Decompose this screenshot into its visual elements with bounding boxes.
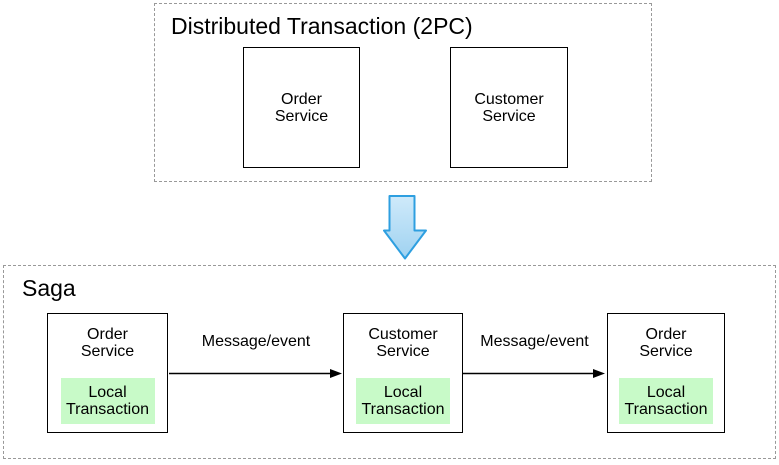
service-label: Customer Service bbox=[344, 314, 462, 360]
order-service-box-2pc: Order Service bbox=[243, 47, 360, 168]
customer-service-box-2pc: Customer Service bbox=[450, 47, 568, 168]
service-label-line2: Service bbox=[482, 107, 536, 125]
local-transaction-label: Local Transaction bbox=[625, 384, 708, 418]
saga-step-order-service-1: Order Service Local Transaction bbox=[47, 313, 168, 433]
service-label-line1: Customer bbox=[474, 90, 544, 108]
message-arrow-2 bbox=[463, 369, 605, 378]
local-transaction-box: Local Transaction bbox=[60, 378, 155, 424]
local-label-line1: Local bbox=[646, 384, 686, 401]
local-transaction-box: Local Transaction bbox=[619, 378, 713, 424]
message-arrow-1 bbox=[169, 369, 342, 378]
saga-step-order-service-2: Order Service Local Transaction bbox=[607, 313, 725, 433]
service-label: Order Service bbox=[608, 314, 724, 360]
service-label-line2: Service bbox=[274, 107, 329, 125]
local-label-line1: Local bbox=[383, 384, 423, 401]
message-event-label-2: Message/event bbox=[480, 333, 589, 350]
local-transaction-label: Local Transaction bbox=[362, 384, 445, 418]
local-transaction-label: Local Transaction bbox=[66, 384, 149, 418]
service-label: Customer Service bbox=[474, 91, 543, 125]
service-label: Order Service bbox=[275, 91, 328, 125]
service-label: Order Service bbox=[48, 314, 167, 360]
service-label-line2: Service bbox=[639, 343, 693, 360]
message-event-label-1: Message/event bbox=[201, 333, 311, 350]
section-title-2pc: Distributed Transaction (2PC) bbox=[171, 13, 473, 39]
service-label-line1: Customer bbox=[368, 326, 438, 343]
distributed-transaction-section: Distributed Transaction (2PC) bbox=[154, 3, 652, 182]
service-label-line1: Order bbox=[281, 90, 322, 108]
saga-step-customer-service: Customer Service Local Transaction bbox=[343, 313, 463, 433]
service-label-line1: Order bbox=[645, 326, 687, 343]
down-arrow-icon bbox=[383, 195, 427, 260]
local-label-line2: Transaction bbox=[66, 401, 149, 418]
service-label-line2: Service bbox=[376, 343, 430, 360]
service-label-line1: Order bbox=[87, 326, 128, 343]
local-label-line2: Transaction bbox=[624, 401, 708, 418]
local-label-line2: Transaction bbox=[361, 401, 445, 418]
local-label-line1: Local bbox=[88, 384, 127, 401]
local-transaction-box: Local Transaction bbox=[356, 378, 450, 424]
service-label-line2: Service bbox=[80, 343, 135, 360]
section-title-saga: Saga bbox=[22, 275, 76, 301]
